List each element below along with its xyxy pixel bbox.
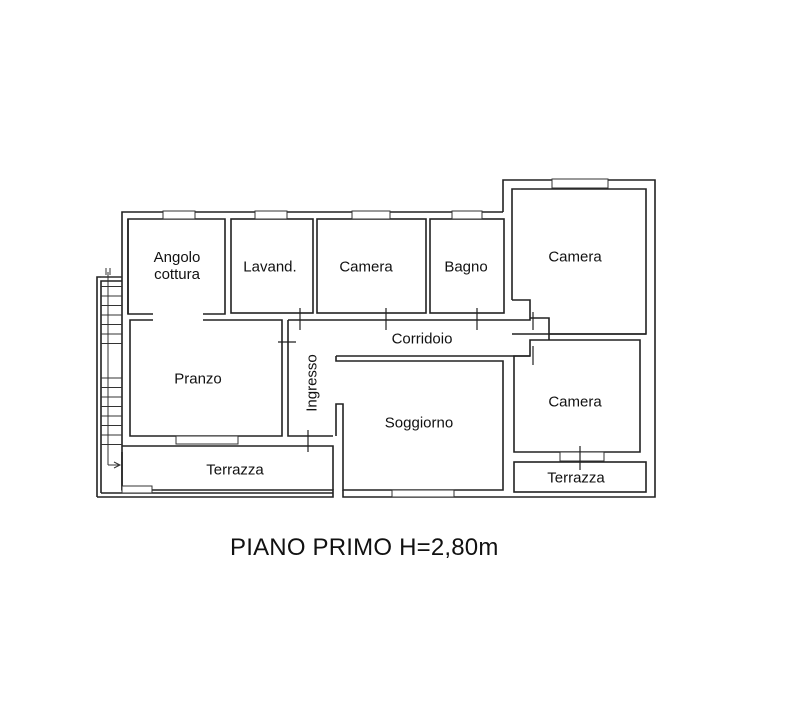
room-label-ingresso: Ingresso	[303, 354, 321, 412]
room-label-angolo-cottura: Angolo cottura	[154, 249, 201, 283]
windows	[121, 178, 609, 498]
room-label-camera-3: Camera	[548, 393, 602, 411]
room-label-lavanderia: Lavand.	[243, 258, 297, 276]
room-label-pranzo: Pranzo	[174, 370, 222, 388]
door-markers	[278, 308, 581, 470]
room-label-line: Angolo	[153, 249, 201, 266]
room-label-corridoio: Corridoio	[391, 330, 453, 348]
room-label-bagno: Bagno	[444, 258, 488, 276]
room-label-line: cottura	[154, 266, 200, 283]
outer-walls	[96, 179, 656, 498]
room-label-camera-1: Camera	[339, 258, 393, 276]
room-label-camera-2: Camera	[548, 248, 602, 266]
stairs	[101, 268, 122, 469]
room-label-terrazza-2: Terrazza	[547, 469, 605, 487]
room-label-soggiorno: Soggiorno	[384, 414, 454, 432]
plan-title: PIANO PRIMO H=2,80m	[230, 534, 499, 561]
room-label-terrazza-1: Terrazza	[206, 461, 264, 479]
